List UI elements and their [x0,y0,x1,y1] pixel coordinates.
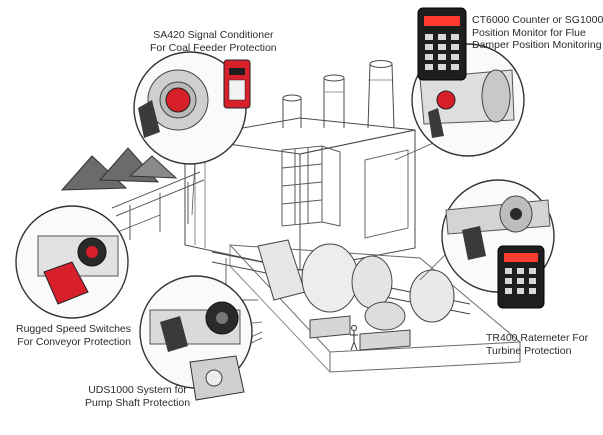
plant-building [184,117,416,271]
pump-shaft-label: UDS1000 System for Pump Shaft Protection [85,384,191,409]
turbine-train [211,239,471,351]
conveyor-callout [15,205,129,319]
smoke-stacks [282,60,395,129]
flue-damper-callout [411,43,525,157]
pump-shaft-callout [139,275,253,401]
tr400-ratemeter-icon [497,245,545,309]
ct6000-counter-icon [417,7,467,81]
conveyor-label: Rugged Speed Switches For Conveyor Prote… [16,323,131,348]
coal-feeder-label: SA420 Signal Conditioner For Coal Feeder… [150,29,277,54]
coal-conveyor [111,171,205,240]
scaffold-structure [281,145,341,227]
coal-feeder-callout [133,51,251,165]
worker-figure [350,325,358,351]
sensor-disc-icon [165,87,191,113]
damper-sensor-icon [436,90,456,110]
flue-damper-label: CT6000 Counter or SG1000 Position Monito… [472,14,603,51]
turbine-label: TR400 Ratemeter For Turbine Protection [486,332,589,357]
speed-switch-icon [43,261,89,305]
coal-piles [60,147,178,191]
